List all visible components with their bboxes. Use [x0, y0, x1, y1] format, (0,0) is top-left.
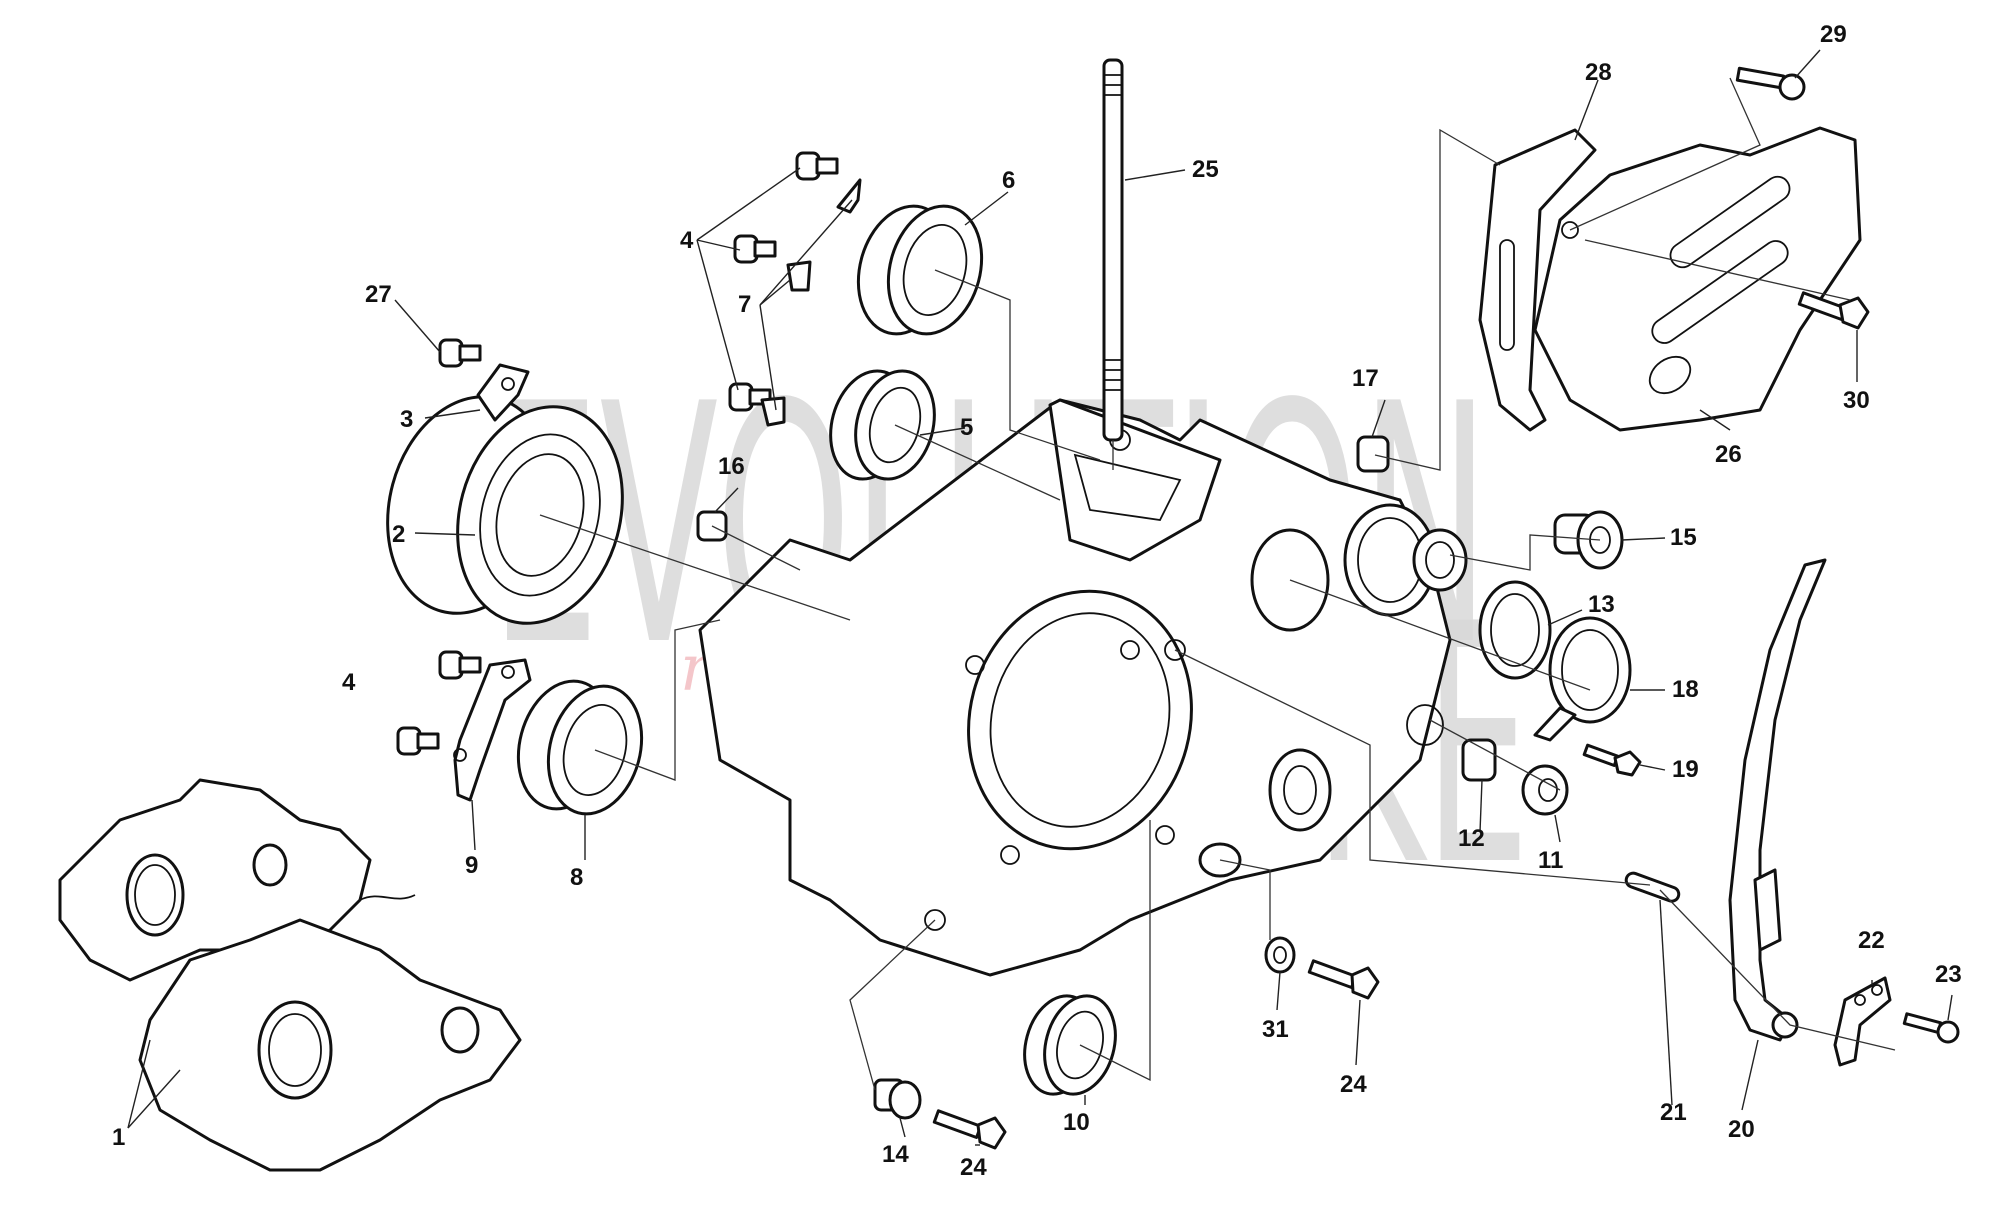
part-4-screws-upper[interactable] [728, 151, 839, 412]
callout-22[interactable]: 22 [1858, 927, 1885, 954]
callout-16[interactable]: 16 [718, 453, 745, 480]
callout-14[interactable]: 14 [882, 1141, 909, 1168]
callout-4-upper[interactable]: 4 [680, 227, 694, 254]
callout-25[interactable]: 25 [1192, 156, 1219, 183]
callout-17[interactable]: 17 [1352, 365, 1379, 392]
callout-9[interactable]: 9 [465, 852, 478, 879]
callout-4-lower[interactable]: 4 [342, 669, 356, 696]
part-10-bearing[interactable] [1014, 988, 1126, 1102]
callout-12[interactable]: 12 [1458, 825, 1485, 852]
part-28-cover-plate[interactable] [1478, 128, 1597, 432]
part-13-oil-seal[interactable] [1478, 580, 1552, 680]
callout-21[interactable]: 21 [1660, 1099, 1687, 1126]
part-22-bracket[interactable] [1833, 976, 1892, 1067]
part-3-retainer-plate[interactable] [476, 363, 530, 422]
callout-18[interactable]: 18 [1672, 676, 1699, 703]
callout-11[interactable]: 11 [1538, 847, 1563, 874]
callout-7[interactable]: 7 [738, 291, 751, 318]
callout-2[interactable]: 2 [392, 521, 405, 548]
part-11-bushing[interactable] [1521, 764, 1569, 816]
part-24-bolt-left[interactable] [932, 1109, 1007, 1150]
callout-31[interactable]: 31 [1262, 1016, 1289, 1043]
part-20-chain-guide[interactable] [1728, 558, 1827, 1042]
callout-6[interactable]: 6 [1002, 167, 1015, 194]
callout-labels: 1 2 3 4 4 5 6 7 8 9 10 11 12 13 14 15 16… [112, 21, 1962, 1181]
crankcase-assembled-thumbnail[interactable] [58, 778, 522, 1172]
callout-29[interactable]: 29 [1820, 21, 1847, 48]
part-18-seal-holder[interactable] [1533, 616, 1632, 742]
callout-24-right[interactable]: 24 [1340, 1071, 1367, 1098]
callout-26[interactable]: 26 [1715, 441, 1742, 468]
callout-leaders [127, 49, 1953, 1146]
part-26-sprocket-cover[interactable] [1533, 126, 1862, 432]
part-7-retainer-tabs[interactable] [760, 178, 862, 427]
callout-10[interactable]: 10 [1063, 1109, 1090, 1136]
callout-13[interactable]: 13 [1588, 591, 1615, 618]
callout-3[interactable]: 3 [400, 406, 413, 433]
part-23-screw[interactable] [1902, 1012, 1960, 1044]
callout-20[interactable]: 20 [1728, 1116, 1755, 1143]
part-25-stud[interactable] [1102, 58, 1124, 442]
part-17-dowel[interactable] [1356, 435, 1390, 473]
part-15-flanged-bushing[interactable] [1553, 510, 1624, 570]
assembly-axes [539, 77, 1896, 1091]
callout-23[interactable]: 23 [1935, 961, 1962, 988]
part-27-screw[interactable] [438, 338, 482, 368]
part-31-washer[interactable] [1264, 936, 1296, 974]
callout-5[interactable]: 5 [960, 414, 973, 441]
part-6-bearing[interactable] [845, 196, 996, 345]
callout-8[interactable]: 8 [570, 864, 583, 891]
callout-24-left[interactable]: 24 [960, 1154, 987, 1181]
callout-15[interactable]: 15 [1670, 524, 1697, 551]
part-30-bolt[interactable] [1797, 291, 1870, 330]
part-24-bolt-right[interactable] [1307, 959, 1380, 1000]
part-19-bolt[interactable] [1582, 743, 1642, 777]
crankcase-main[interactable] [698, 398, 1468, 977]
callout-27[interactable]: 27 [365, 281, 392, 308]
callout-30[interactable]: 30 [1843, 387, 1870, 414]
part-4-screws-lower[interactable] [396, 650, 482, 756]
part-14-bushing[interactable] [873, 1078, 922, 1120]
callout-28[interactable]: 28 [1585, 59, 1612, 86]
part-21-pivot-pin[interactable] [1624, 871, 1681, 903]
part-29-screw[interactable] [1735, 66, 1806, 101]
part-9-retainer-plate[interactable] [453, 658, 532, 802]
callout-1[interactable]: 1 [112, 1124, 125, 1151]
callout-19[interactable]: 19 [1672, 756, 1699, 783]
